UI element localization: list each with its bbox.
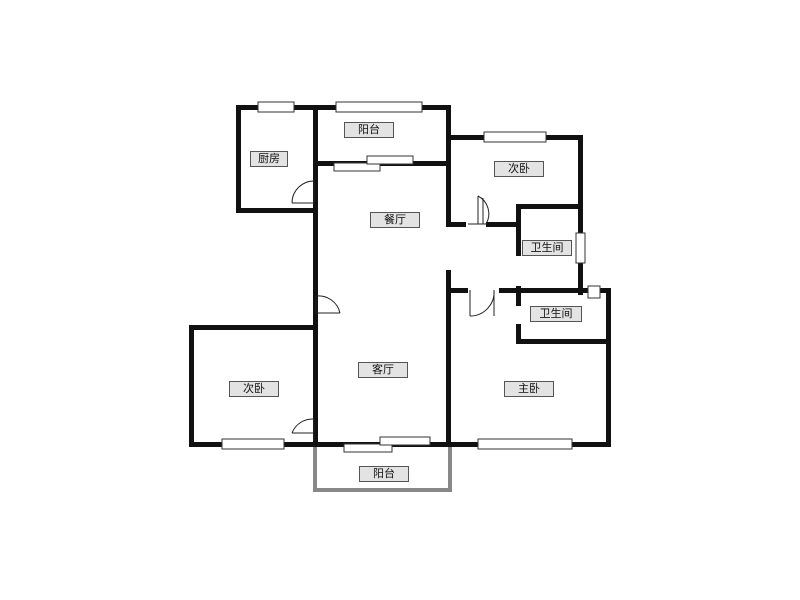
door-kitchen	[291, 180, 315, 204]
window-living-right	[379, 436, 431, 446]
room-label-master-bedroom: 主卧	[504, 381, 554, 397]
window-kitchen	[257, 101, 295, 113]
bath2-wall-bottom	[516, 339, 611, 344]
room-label-balcony-bottom: 阳台	[359, 466, 409, 482]
room-label-balcony-top: 阳台	[344, 122, 394, 138]
room-label-living: 客厅	[358, 362, 408, 378]
master-wall-top-left	[446, 288, 468, 293]
bedroom-left-wall-left	[189, 325, 194, 447]
bath1-wall-left-lower	[516, 286, 521, 306]
room-label-dining: 餐厅	[370, 212, 420, 228]
window-bathroom-1	[575, 232, 586, 264]
door-living-left	[315, 295, 341, 314]
master-wall-top-right	[499, 288, 611, 293]
window-balcony-top-lower-right	[366, 155, 414, 165]
balcony-bottom-railing	[313, 447, 452, 492]
window-balcony-top-lower-left	[333, 162, 381, 172]
door-bedroom-left	[291, 418, 315, 441]
window-living-left	[343, 443, 393, 453]
room-label-kitchen: 厨房	[250, 151, 288, 167]
bedroom-right-wall-left	[446, 135, 451, 226]
window-bedroom-left	[221, 438, 285, 450]
window-balcony-top	[335, 101, 423, 113]
windows	[221, 101, 601, 453]
kitchen-wall-bottom	[236, 208, 314, 213]
central-wall-left	[313, 105, 318, 447]
bath1-wall-top	[516, 204, 582, 209]
room-label-bedroom-left: 次卧	[229, 381, 279, 397]
door-master-bedroom	[469, 289, 495, 317]
doors	[291, 180, 495, 441]
kitchen-wall-left	[236, 105, 241, 213]
bedroom-left-wall-top	[189, 325, 318, 330]
bath2-wall-left	[516, 324, 521, 344]
bedroom-right-wall-bottom-left	[446, 222, 466, 227]
window-master-bedroom	[477, 438, 573, 450]
dining-living-wall-right	[446, 270, 451, 447]
room-label-bathroom-1: 卫生间	[522, 240, 572, 256]
bath1-wall-left-upper	[516, 204, 521, 256]
bedroom-right-wall-right	[578, 135, 583, 295]
window-bedroom-top-right	[483, 131, 547, 143]
door-bedroom-top-right	[468, 195, 490, 225]
room-label-bedroom-top-right: 次卧	[494, 161, 544, 177]
room-label-bathroom-2: 卫生间	[530, 306, 582, 322]
master-wall-right	[606, 288, 611, 447]
bedroom-right-wall-bottom	[486, 222, 520, 227]
vent-bathroom-2	[587, 285, 601, 299]
